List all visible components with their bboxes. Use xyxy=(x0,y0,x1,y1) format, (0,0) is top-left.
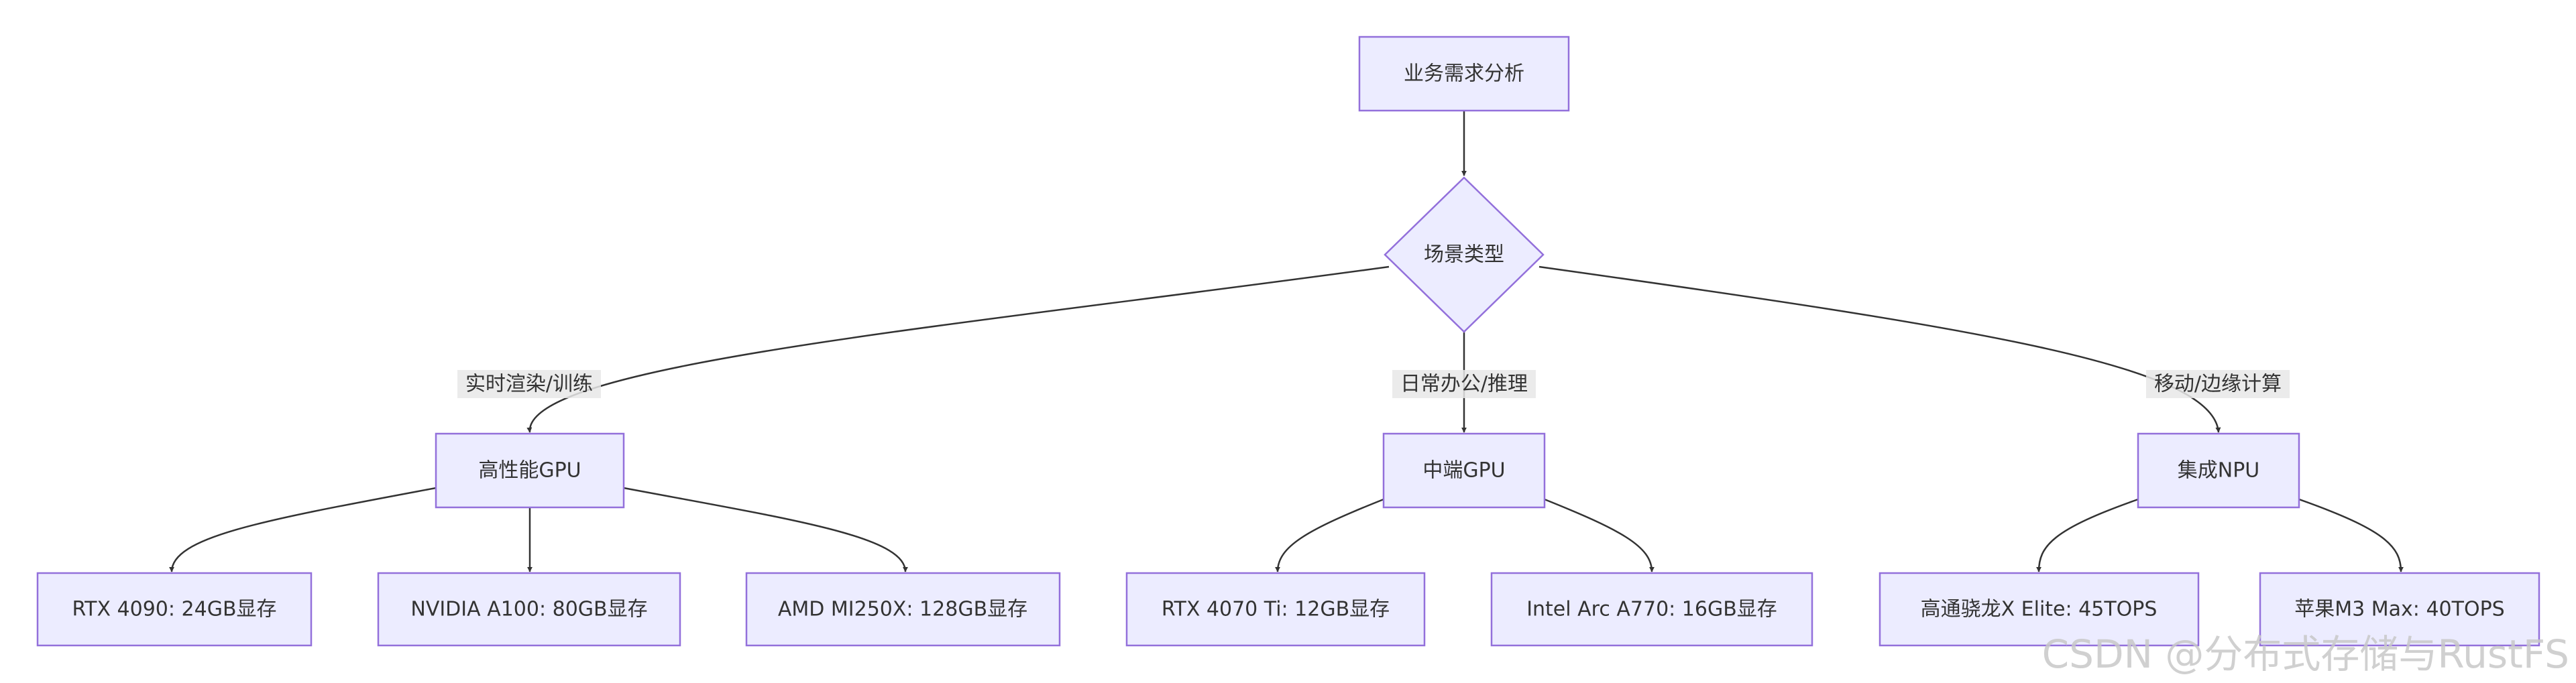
edge-label-realtime: 实时渲染/训练 xyxy=(465,373,593,396)
svg-text:业务需求分析: 业务需求分析 xyxy=(1404,62,1524,86)
node-decision: 场景类型 xyxy=(1384,176,1545,333)
svg-text:RTX 4070 Ti: 12GB显存: RTX 4070 Ti: 12GB显存 xyxy=(1162,598,1390,621)
svg-text:高性能GPU: 高性能GPU xyxy=(478,459,581,483)
edge-high-rtx4090 xyxy=(169,487,437,572)
node-root: 业务需求分析 xyxy=(1358,36,1570,112)
edge-npu-snapdragon xyxy=(2036,498,2139,572)
nodes: 业务需求分析 场景类型 高性能GPU 中端GPU 集成NPU RTX 4090:… xyxy=(36,36,2540,647)
node-rtx4070: RTX 4070 Ti: 12GB显存 xyxy=(1125,572,1426,647)
svg-text:集成NPU: 集成NPU xyxy=(2178,459,2260,483)
node-mid-gpu: 中端GPU xyxy=(1382,432,1546,509)
svg-text:RTX 4090: 24GB显存: RTX 4090: 24GB显存 xyxy=(72,598,276,621)
svg-text:中端GPU: 中端GPU xyxy=(1422,459,1505,483)
edge-label-office: 日常办公/推理 xyxy=(1400,373,1528,396)
node-snapdragon: 高通骁龙X Elite: 45TOPS xyxy=(1879,572,2200,647)
node-high-gpu: 高性能GPU xyxy=(435,432,625,509)
svg-text:NVIDIA A100: 80GB显存: NVIDIA A100: 80GB显存 xyxy=(410,598,647,621)
svg-text:AMD MI250X: 128GB显存: AMD MI250X: 128GB显存 xyxy=(778,598,1027,621)
edges xyxy=(169,111,2404,572)
edge-decision-npu xyxy=(1538,265,2221,433)
edge-npu-m3max xyxy=(2298,498,2404,572)
svg-text:场景类型: 场景类型 xyxy=(1424,243,1504,267)
svg-text:Intel Arc A770: 16GB显存: Intel Arc A770: 16GB显存 xyxy=(1526,598,1777,621)
node-mi250x: AMD MI250X: 128GB显存 xyxy=(745,572,1061,647)
node-a100: NVIDIA A100: 80GB显存 xyxy=(377,572,681,647)
node-npu: 集成NPU xyxy=(2137,432,2300,509)
node-rtx4090: RTX 4090: 24GB显存 xyxy=(36,572,313,647)
edge-labels: 实时渲染/训练 日常办公/推理 移动/边缘计算 xyxy=(457,370,2290,398)
edge-label-mobile: 移动/边缘计算 xyxy=(2154,373,2282,396)
svg-text:高通骁龙X Elite: 45TOPS: 高通骁龙X Elite: 45TOPS xyxy=(1921,598,2158,621)
edge-high-mi250x xyxy=(623,487,908,572)
node-a770: Intel Arc A770: 16GB显存 xyxy=(1490,572,1813,647)
watermark: CSDN @分布式存储与RustFS xyxy=(2041,631,2569,677)
node-m3max: 苹果M3 Max: 40TOPS xyxy=(2259,572,2540,647)
svg-text:苹果M3 Max: 40TOPS: 苹果M3 Max: 40TOPS xyxy=(2294,598,2504,621)
edge-mid-rtx4070 xyxy=(1275,498,1384,572)
edge-decision-high xyxy=(526,265,1390,433)
edge-mid-a770 xyxy=(1544,498,1655,572)
